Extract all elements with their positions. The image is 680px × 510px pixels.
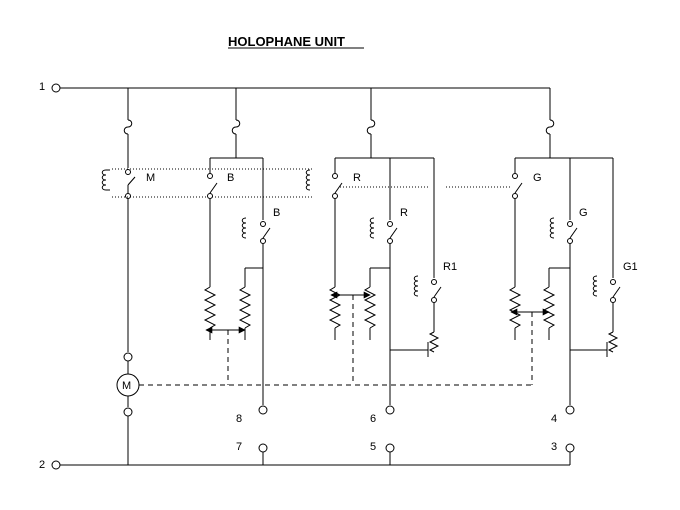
relay-r1-coil-icon bbox=[413, 275, 419, 297]
relay-b-label: B bbox=[227, 172, 234, 184]
relay-g-aux-label: G bbox=[579, 207, 588, 219]
relay-g-aux-coil-icon bbox=[549, 217, 555, 239]
b-section bbox=[203, 88, 271, 465]
relay-r-aux-coil-icon bbox=[369, 217, 375, 239]
terminal-2 bbox=[51, 460, 61, 470]
relay-r1-label: R1 bbox=[443, 261, 457, 273]
motor-relay-label: M bbox=[146, 172, 155, 184]
relay-b-coil-icon bbox=[241, 217, 247, 239]
terminal-3-label: 3 bbox=[551, 441, 557, 453]
terminal-1 bbox=[51, 83, 61, 93]
motor-relay-contact bbox=[127, 176, 136, 186]
motor-branch bbox=[116, 88, 140, 465]
terminal-1-label: 1 bbox=[39, 81, 45, 93]
terminal-6-label: 6 bbox=[370, 413, 376, 425]
terminal-8-label: 8 bbox=[236, 413, 242, 425]
diagram-title: HOLOPHANE UNIT bbox=[228, 34, 345, 49]
relay-r-aux-label: R bbox=[400, 207, 408, 219]
r-section bbox=[328, 88, 442, 465]
relay-g1-coil-icon bbox=[592, 275, 598, 297]
terminal-2-label: 2 bbox=[39, 459, 45, 471]
relay-g1-label: G1 bbox=[623, 261, 638, 273]
terminal-5-label: 5 bbox=[370, 441, 376, 453]
relay-g-label: G bbox=[533, 172, 542, 184]
terminal-7-label: 7 bbox=[236, 441, 242, 453]
motor-relay-coil-icon bbox=[101, 169, 110, 191]
relay-r-label: R bbox=[353, 172, 361, 184]
g-section bbox=[508, 88, 621, 465]
relay-r-coil-icon bbox=[305, 169, 311, 191]
motor-label: M bbox=[122, 380, 131, 392]
terminal-4-label: 4 bbox=[551, 413, 557, 425]
relay-b-aux-label: B bbox=[273, 207, 280, 219]
